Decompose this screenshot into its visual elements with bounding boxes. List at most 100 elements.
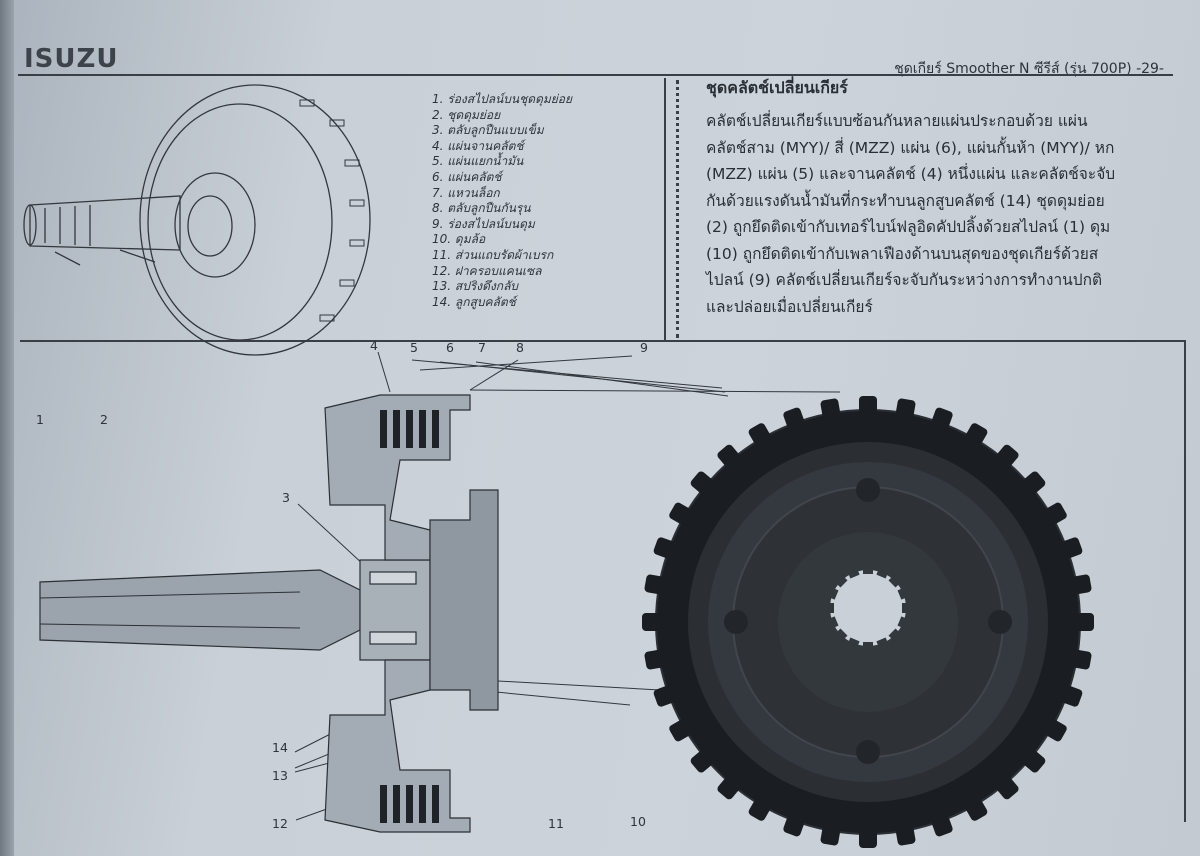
legend-item: 13. สปริงดึงกลับ	[432, 279, 519, 294]
clutch-hub-gear-face	[642, 396, 1094, 848]
brand-logo: ISUZU	[24, 44, 119, 74]
gear-tooth	[1057, 684, 1083, 707]
callout-12: 12	[272, 816, 288, 831]
top-illustration-box	[20, 78, 666, 342]
callout-8: 8	[516, 340, 524, 355]
gear-tooth	[653, 537, 679, 560]
gear-tooth	[993, 774, 1019, 800]
gear-tooth	[669, 502, 695, 527]
section-title: ชุดคลัตช์เปลี่ยนเกียร์	[706, 78, 848, 97]
gear-tooth	[859, 826, 877, 848]
spline-tooth	[876, 565, 890, 579]
gear-tooth	[644, 574, 669, 595]
gear-tooth	[748, 423, 773, 449]
spline-tooth	[824, 603, 834, 613]
gear-tooth	[690, 471, 716, 497]
clutch-plate-stack-top	[380, 410, 439, 448]
leader-lines	[294, 351, 841, 821]
spline-tooth	[833, 628, 848, 643]
clutch-plate-stack-bottom	[380, 785, 439, 823]
dotted-divider	[676, 80, 679, 338]
legend-item: 10. ดุมล้อ	[432, 232, 486, 247]
legend-item: 8. ตลับลูกปืนกันรุน	[432, 201, 531, 216]
body-line: คลัตช์เปลี่ยนเกียร์แบบซ้อนกันหลายแผ่นประ…	[706, 112, 1088, 130]
legend-item: 9. ร่องสไปลน์บนดุม	[432, 216, 535, 231]
gear-tooth	[717, 444, 743, 470]
main-illustration-box	[666, 340, 1186, 822]
legend-item: 4. แผ่นจานคลัตช์	[432, 138, 524, 153]
legend-item: 2. ชุดดุมย่อย	[432, 107, 501, 122]
spline-tooth	[846, 637, 860, 651]
callout-10: 10	[630, 814, 646, 829]
legend-item: 11. ส่วนแถบรัดผ้าเบรก	[432, 247, 554, 262]
callout-13: 13	[272, 768, 288, 783]
gear-tooth	[930, 407, 953, 433]
spline-tooth	[902, 603, 912, 613]
header-rule	[18, 74, 1173, 76]
gear-tooth	[642, 613, 664, 631]
clutch-cross-section	[39, 394, 499, 833]
page-header-title: ชุดเกียร์ Smoother N ซีรีส์ (รุ่น 700P) …	[894, 61, 1164, 77]
legend-item: 3. ตลับลูกปืนแบบเข็ม	[432, 123, 544, 138]
spline-tooth	[876, 637, 890, 651]
body-line: (10) ถูกยึดติดเข้ากับเพลาเฟืองด้านบนสุดข…	[706, 244, 1099, 263]
spline-tooth	[846, 565, 860, 579]
gear-tooth	[690, 747, 716, 773]
gear-tooth	[820, 398, 841, 423]
spline-tooth	[897, 616, 911, 630]
callout-3: 3	[282, 490, 290, 505]
spline-tooth	[888, 573, 903, 588]
legend-item: 12. ฝาครอบแคนเซล	[432, 263, 542, 278]
gear-tooth	[993, 444, 1019, 470]
body-line: (2) ถูกยึดติดเข้ากับเทอร์ไบน์ฟลูอิดคัปปล…	[706, 218, 1111, 236]
book-spine	[0, 0, 14, 856]
spline-tooth	[897, 586, 911, 600]
callout-14: 14	[272, 740, 288, 755]
legend-item: 5. แผ่นแยกน้ำมัน	[432, 154, 524, 169]
callout-9: 9	[640, 340, 648, 355]
gear-tooth	[930, 811, 953, 837]
gear-tooth	[717, 774, 743, 800]
spline-tooth	[825, 616, 839, 630]
gear-tooth	[1057, 537, 1083, 560]
gear-tooth	[963, 423, 988, 449]
body-line: (MZZ) แผ่น (5) และจานคลัตช์ (4) หนึ่งแผ่…	[706, 165, 1116, 183]
gear-tooth	[1020, 747, 1046, 773]
callout-1: 1	[36, 412, 44, 427]
callout-5: 5	[410, 340, 418, 355]
gear-tooth	[820, 821, 841, 846]
spline-tooth	[863, 642, 873, 652]
gear-tooth	[783, 407, 806, 433]
legend-item: 14. ลูกสูบคลัตช์	[432, 294, 516, 309]
spline-tooth	[863, 564, 873, 574]
gear-tooth	[644, 649, 669, 670]
spline-tooth	[833, 573, 848, 588]
gear-tooth	[1041, 717, 1067, 742]
gear-tooth	[748, 795, 773, 821]
callout-11: 11	[548, 816, 564, 831]
body-line: และปล่อยเมื่อเปลี่ยนเกียร์	[706, 297, 873, 316]
gear-tooth	[653, 684, 679, 707]
gear-tooth	[783, 811, 806, 837]
callout-6: 6	[446, 340, 454, 355]
gear-tooth	[859, 396, 877, 418]
gear-tooth	[1041, 502, 1067, 527]
legend-item: 1. ร่องสไปลน์บนชุดดุมย่อย	[432, 92, 573, 106]
callout-7: 7	[478, 340, 486, 355]
gear-tooth	[895, 821, 916, 846]
gear-tooth	[1067, 574, 1092, 595]
spline-tooth	[888, 628, 903, 643]
body-line: กันด้วยแรงดันน้ำมันที่กระทำบนลูกสูบคลัตช…	[706, 191, 1105, 210]
body-line: ไปลน์ (9) คลัตช์เปลี่ยนเกียร์จะจับกันระห…	[706, 271, 1103, 289]
legend-item: 6. แผ่นคลัตช์	[432, 169, 502, 184]
section-body: คลัตช์เปลี่ยนเกียร์แบบซ้อนกันหลายแผ่นประ…	[706, 108, 1146, 320]
callout-4: 4	[370, 338, 378, 353]
callout-2: 2	[100, 412, 108, 427]
legend-item: 7. แหวนล็อก	[432, 185, 500, 200]
gear-tooth	[1067, 649, 1092, 670]
spline-tooth	[825, 586, 839, 600]
gear-tooth	[963, 795, 988, 821]
gear-tooth	[669, 717, 695, 742]
